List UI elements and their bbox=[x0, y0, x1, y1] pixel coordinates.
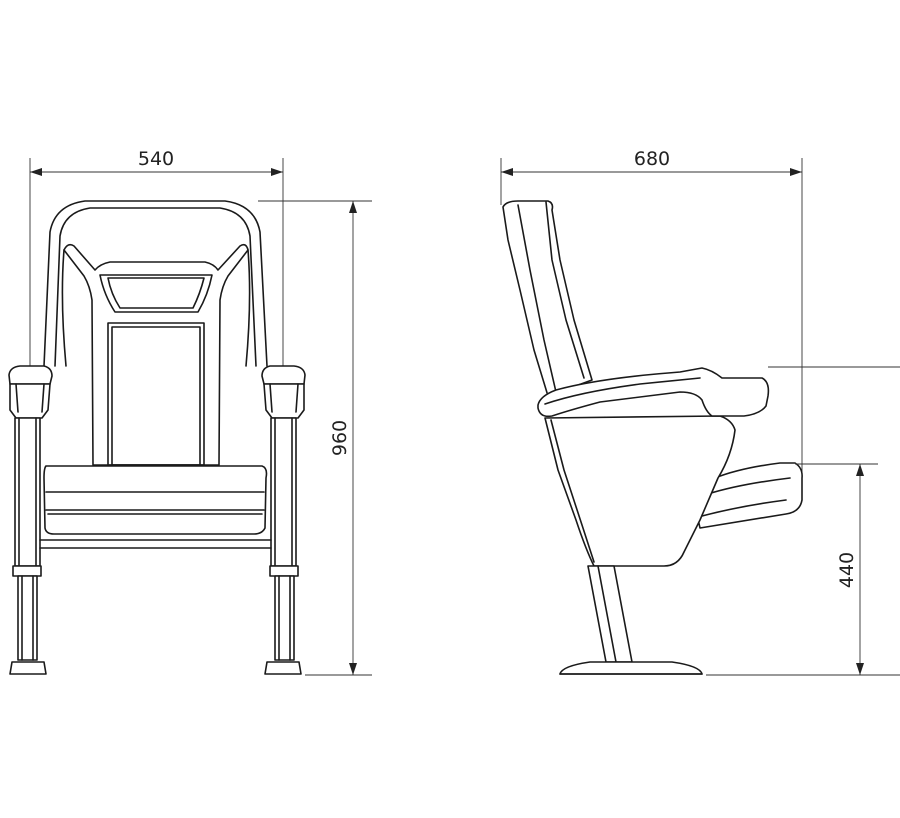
depth-dimension-label: 680 bbox=[634, 148, 670, 170]
front-left-leg bbox=[9, 417, 47, 675]
front-backrest-inner bbox=[54, 207, 257, 367]
front-view: 540 bbox=[8, 148, 306, 675]
side-armrest bbox=[537, 367, 770, 418]
front-seat bbox=[39, 465, 272, 549]
side-backrest bbox=[502, 200, 593, 397]
width-dimension: 540 bbox=[29, 148, 284, 368]
side-arm-panel bbox=[544, 415, 736, 567]
front-right-leg bbox=[264, 417, 302, 675]
front-head-pad bbox=[99, 274, 213, 313]
front-backrest-pad bbox=[63, 243, 249, 466]
front-center-panel bbox=[107, 322, 205, 466]
seat-height-dimension: 440 bbox=[706, 463, 900, 676]
height-dimension: 960 bbox=[258, 200, 372, 676]
front-left-armrest bbox=[8, 365, 53, 419]
width-dimension-label: 540 bbox=[138, 148, 174, 170]
depth-dimension: 680 bbox=[500, 148, 803, 500]
side-pedestal bbox=[559, 565, 703, 675]
front-right-armrest bbox=[261, 365, 306, 419]
height-dimension-label: 960 bbox=[329, 420, 351, 456]
side-view: 680 bbox=[500, 148, 900, 675]
front-backrest-outer bbox=[43, 200, 268, 367]
seat-height-dimension-label: 440 bbox=[836, 552, 858, 588]
